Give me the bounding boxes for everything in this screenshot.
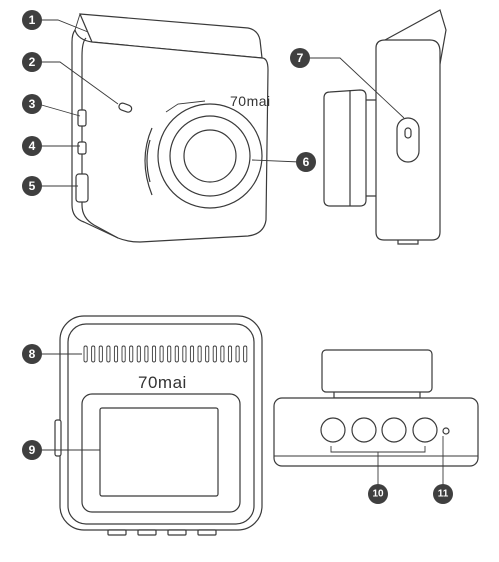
svg-text:1: 1 [29,13,36,27]
svg-text:10: 10 [372,489,384,500]
function-button [412,417,438,443]
grille-slot [129,345,134,363]
callout-6: 6 [296,152,316,172]
function-button [351,417,377,443]
svg-text:9: 9 [29,443,36,457]
rear-view: 70mai [54,315,263,536]
grille-slot [159,345,164,363]
card-slot [75,173,89,203]
bottom-buttons [107,529,217,536]
grille-slot [182,345,187,363]
side-lens-housing [323,89,367,207]
svg-text:7: 7 [297,51,304,65]
rear-brand-logo: 70mai [138,373,187,392]
side-profile-view [323,9,447,245]
function-button [320,417,346,443]
svg-text:6: 6 [303,155,310,169]
grille-slot [205,345,210,363]
bottom-mount-block [321,349,433,393]
function-button [381,417,407,443]
svg-text:5: 5 [29,179,36,193]
grille-slot [212,345,217,363]
reset-port [77,141,87,155]
grille-slot [189,345,195,363]
lens [183,129,237,183]
brand-logo: 70mai [230,93,271,109]
svg-text:8: 8 [29,347,36,361]
grille-slot [151,345,157,363]
grille-slot [197,345,202,363]
callout-7: 7 [290,48,310,68]
power-button [396,117,420,163]
callout-9: 9 [22,440,42,460]
callout-4: 4 [22,136,42,156]
three-quarter-front-view: 70mai [71,13,271,243]
usb-port [77,109,87,127]
callout-8: 8 [22,344,42,364]
callout-2: 2 [22,52,42,72]
grille-slot [235,345,240,363]
grille-slot [167,345,172,363]
svg-text:4: 4 [29,139,36,153]
grille-slot [113,345,119,363]
indicator-light [118,102,133,113]
svg-text:2: 2 [29,55,36,69]
callout-11: 11 [433,484,453,504]
grille-slot [136,345,141,363]
callout-5: 5 [22,176,42,196]
leader-lines [37,19,444,486]
speaker-grille [83,345,248,363]
grille-slot [121,345,126,363]
grille-slot [91,345,96,363]
bottom-view [273,349,479,467]
grille-slot [144,345,149,363]
grille-slot [106,345,111,363]
callout-10: 10 [368,484,388,504]
svg-text:11: 11 [438,489,449,500]
callout-3: 3 [22,94,42,114]
screen-bezel [81,393,241,513]
grille-slot [227,345,233,363]
lens-outer-ring [157,103,263,209]
microphone-hole [442,427,450,435]
callout-1: 1 [22,10,42,30]
grille-slot [174,345,179,363]
grille-slot [83,345,88,363]
top-mount-face [79,13,263,59]
grille-slot [98,345,103,363]
grille-slot [220,345,225,363]
grille-slot [243,345,248,363]
svg-text:3: 3 [29,97,36,111]
screen [99,407,219,497]
